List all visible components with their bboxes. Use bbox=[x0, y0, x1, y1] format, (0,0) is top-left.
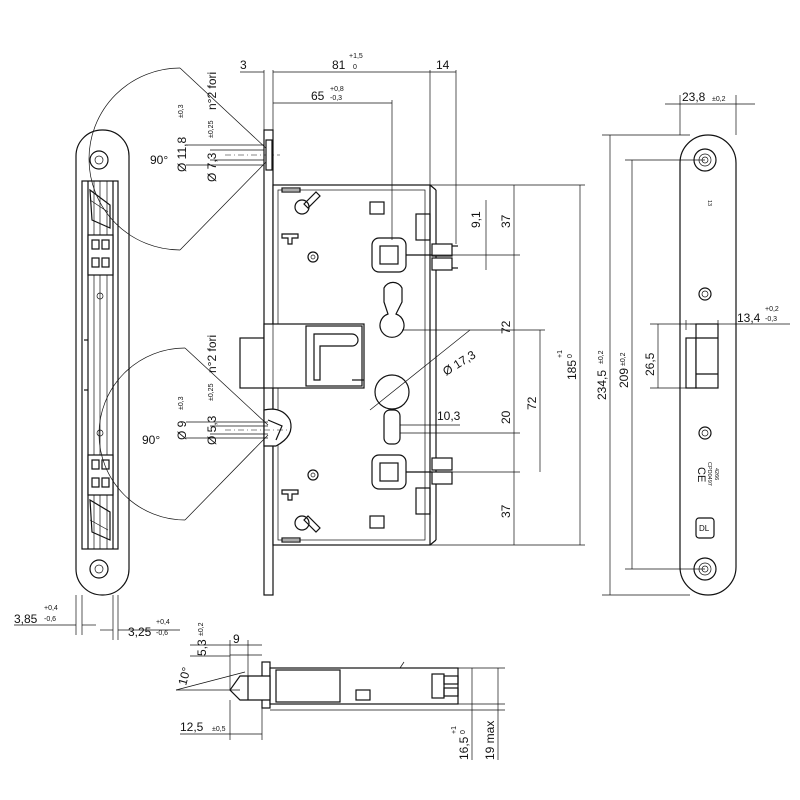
dim-3-25: 3,25 bbox=[128, 625, 152, 639]
lower-angle-90: 90° bbox=[142, 433, 160, 447]
dim-14: 14 bbox=[436, 58, 450, 72]
dim-23-8: 23,8 bbox=[682, 90, 706, 104]
upper-angle-90: 90° bbox=[150, 153, 168, 167]
dim-13-4-tol-up: +0,2 bbox=[765, 306, 779, 313]
upper-dia-7-3: Ø 7,3 bbox=[205, 152, 219, 182]
lower-hole-detail: 90° Ø 9 ±0,3 Ø 5,3 ±0,25 n°2 fori bbox=[98, 335, 269, 521]
lower-dia-5-3-tol: ±0,25 bbox=[208, 383, 215, 401]
dim-209: 209 bbox=[617, 368, 631, 388]
bottom-angle-10: 10° bbox=[175, 665, 193, 686]
dim-72-b: 72 bbox=[525, 396, 539, 410]
side-view bbox=[75, 129, 130, 596]
bottom-dim-5-3-tol: ±0,2 bbox=[198, 622, 205, 636]
faceplate-dimensions: 23,8 ±0,2 234,5 ±0,2 209 ±0,2 26,5 13,4 … bbox=[595, 90, 790, 596]
bottom-dim-16-5-tol-dn: 0 bbox=[460, 730, 467, 734]
bottom-dim-9: 9 bbox=[233, 632, 240, 646]
dim-65-tol-up: +0,8 bbox=[330, 86, 344, 93]
upper-fori: n°2 fori bbox=[205, 72, 219, 110]
bottom-dim-19-max: 19 max bbox=[483, 721, 497, 760]
dim-3-85-tol-dn: -0,6 bbox=[44, 616, 56, 623]
dim-209-tol: ±0,2 bbox=[620, 352, 627, 366]
body-dimensions: 9,1 37 72 20 72 37 185 +1 0 Ø 17,3 10,3 bbox=[369, 184, 585, 546]
dim-37-top: 37 bbox=[499, 214, 513, 228]
dim-3-85: 3,85 bbox=[14, 612, 38, 626]
dim-13-4: 13,4 bbox=[737, 311, 761, 325]
faceplate-ce-code-1: CPD0497 bbox=[706, 462, 712, 486]
dim-81-tol-up: +1,5 bbox=[349, 53, 363, 60]
side-dimensions: 3,85 +0,4 -0,6 3,25 +0,4 -0,6 bbox=[14, 595, 180, 640]
upper-dia-11-8-tol: ±0,3 bbox=[178, 104, 185, 118]
dim-72-a: 72 bbox=[499, 320, 513, 334]
dim-185: 185 bbox=[565, 360, 579, 380]
faceplate-logo: DL bbox=[699, 524, 710, 533]
dim-65-tol-dn: -0,3 bbox=[330, 95, 342, 102]
dim-10-3: 10,3 bbox=[437, 409, 461, 423]
dim-185-tol-dn: 0 bbox=[567, 354, 574, 358]
dim-3-25-tol-dn: -0,6 bbox=[156, 630, 168, 637]
faceplate-mark-top: 13 bbox=[706, 200, 712, 206]
bottom-dim-16-5-tol-up: +1 bbox=[451, 726, 458, 734]
dim-20: 20 bbox=[499, 410, 513, 424]
bottom-dimensions: 10° 5,3 ±0,2 9 12,5 ±0,5 16,5 +1 0 19 ma… bbox=[175, 622, 505, 760]
lower-dia-9-tol: ±0,3 bbox=[178, 396, 185, 410]
bottom-dim-16-5: 16,5 bbox=[457, 736, 471, 760]
top-dimensions: 3 81 +1,5 0 14 65 +0,8 -0,3 bbox=[240, 53, 457, 244]
upper-dia-7-3-tol: ±0,25 bbox=[208, 120, 215, 138]
bottom-dim-5-3: 5,3 bbox=[195, 639, 209, 656]
lower-dia-5-3: Ø 5,3 bbox=[205, 415, 219, 445]
faceplate-ce-code-2: 4266 bbox=[713, 468, 719, 480]
bottom-dim-12-5: 12,5 bbox=[180, 720, 204, 734]
dim-81-tol-dn: 0 bbox=[353, 64, 357, 71]
dim-234-5: 234,5 bbox=[595, 370, 609, 400]
dim-65: 65 bbox=[311, 89, 325, 103]
dim-9-1: 9,1 bbox=[469, 211, 483, 228]
faceplate-ce-mark: CE bbox=[695, 467, 707, 482]
dim-234-5-tol: ±0,2 bbox=[598, 350, 605, 364]
lower-dia-9: Ø 9 bbox=[175, 420, 189, 440]
dim-dia-17-3: Ø 17,3 bbox=[440, 347, 478, 378]
dim-37-bot: 37 bbox=[499, 504, 513, 518]
dim-81: 81 bbox=[332, 58, 346, 72]
dim-26-5: 26,5 bbox=[643, 352, 657, 376]
upper-hole-detail: 90° Ø 11,8 ±0,3 Ø 7,3 ±0,25 n°2 fori bbox=[88, 67, 273, 251]
lock-body bbox=[225, 129, 458, 596]
dim-13-4-tol-dn: -0,3 bbox=[765, 316, 777, 323]
bottom-view bbox=[229, 661, 459, 709]
dim-185-tol-up: +1 bbox=[557, 350, 564, 358]
faceplate-view: 13 CE CPD0497 4266 DL bbox=[679, 134, 737, 596]
dim-3-85-tol-up: +0,4 bbox=[44, 605, 58, 612]
dim-23-8-tol: ±0,2 bbox=[712, 96, 726, 103]
lower-fori: n°2 fori bbox=[205, 335, 219, 373]
upper-dia-11-8: Ø 11,8 bbox=[175, 137, 189, 172]
dim-3-25-tol-up: +0,4 bbox=[156, 619, 170, 626]
dim-3: 3 bbox=[240, 58, 247, 72]
bottom-dim-12-5-tol: ±0,5 bbox=[212, 726, 226, 733]
